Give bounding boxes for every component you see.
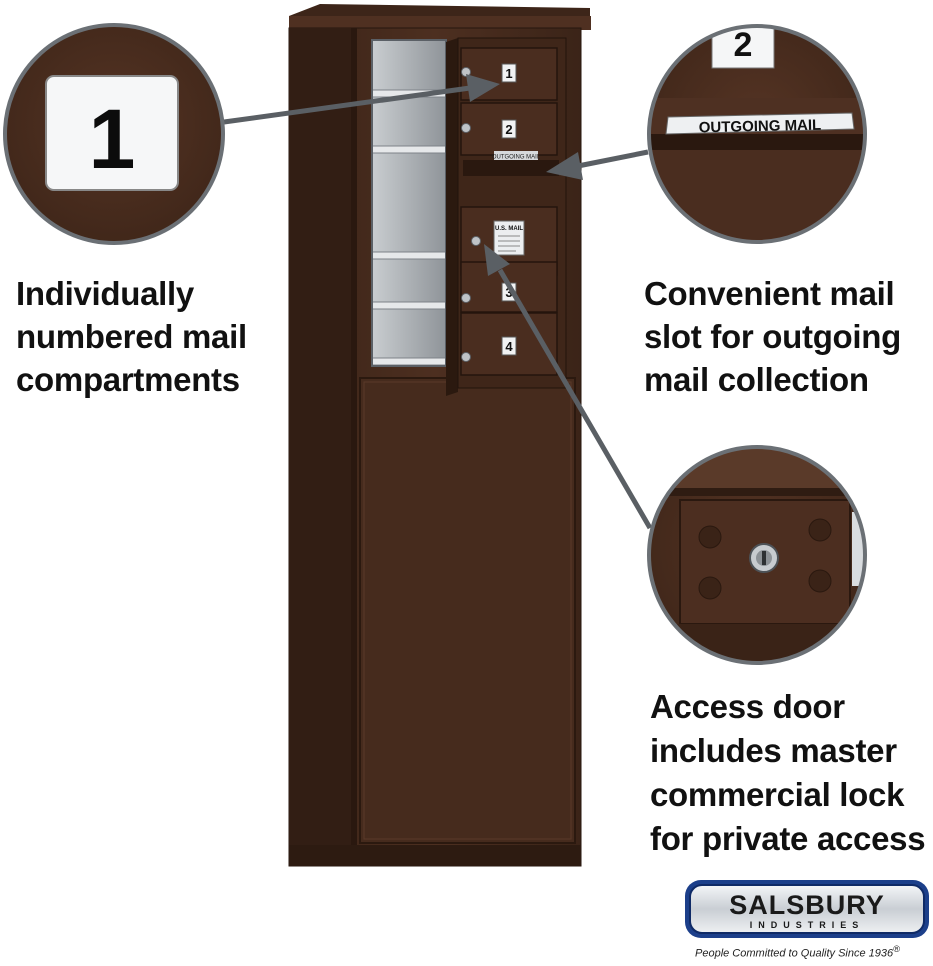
zoom-circle-number-tag: 1	[3, 23, 225, 245]
zoom-outgoing-label: OUTGOING MAIL	[699, 117, 822, 137]
compartment-number: 2	[505, 122, 512, 137]
brand-subtitle: INDUSTRIES	[750, 920, 865, 930]
callout-line: Individually	[16, 275, 194, 312]
callout-line: commercial lock	[650, 776, 905, 813]
callout-line: slot for outgoing	[644, 318, 901, 355]
compartment-number: 3	[505, 285, 512, 300]
brand-tagline: People Committed to Quality Since 1936®	[695, 944, 931, 960]
access-door-label: U.S. MAIL	[495, 226, 523, 232]
callout-line: includes master	[650, 732, 897, 769]
zoom-number-tag: 1	[89, 92, 136, 186]
brand-name: SALSBURY	[729, 890, 885, 920]
callout-arrows	[223, 74, 653, 530]
callout-line: Convenient mail	[644, 275, 895, 312]
registered-mark: ®	[893, 944, 900, 954]
zoom-circle-access-lock	[647, 445, 867, 665]
salsbury-logo: SALSBURY INDUSTRIES	[685, 880, 929, 938]
callout-line: mail collection	[644, 361, 869, 398]
compartment-number: 4	[505, 339, 513, 354]
callout-line: numbered mail	[16, 318, 247, 355]
callout-access-door: Access door includes master commercial l…	[650, 685, 926, 861]
callout-line: compartments	[16, 361, 240, 398]
callout-line: Access door	[650, 688, 845, 725]
lock-icons	[461, 67, 481, 362]
brand-tagline-text: People Committed to Quality Since 1936	[695, 947, 894, 960]
callout-outgoing-slot: Convenient mail slot for outgoing mail c…	[644, 272, 901, 401]
callout-line: for private access	[650, 820, 926, 857]
compartment-number: 1	[505, 66, 512, 81]
mailbox-unit: OUTGOING MAIL 1 2 3 4 U.S. MAIL	[288, 4, 591, 867]
callout-compartments: Individually numbered mail compartments	[16, 272, 247, 401]
zoom-top-tag: 2	[734, 26, 753, 64]
zoom-circle-outgoing-slot: 2 OUTGOING MAIL	[647, 24, 867, 244]
outgoing-slot-label: OUTGOING MAIL	[492, 155, 541, 161]
